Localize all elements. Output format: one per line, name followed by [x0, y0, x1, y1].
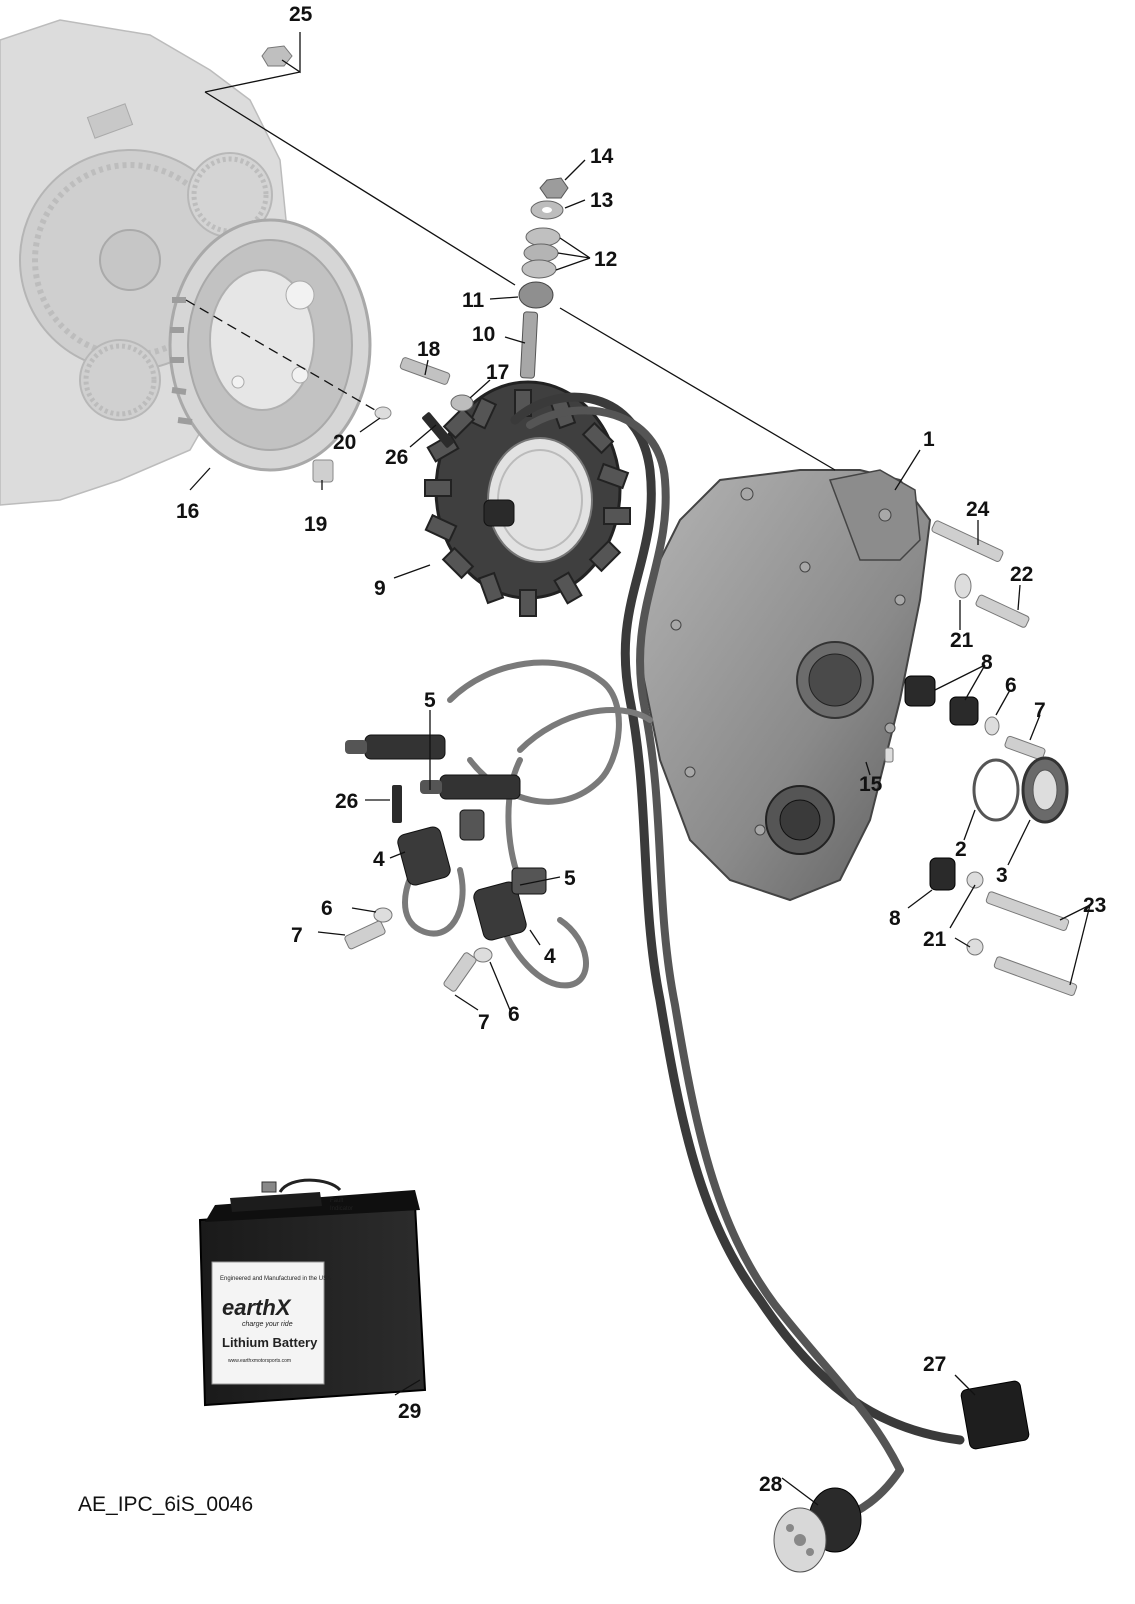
callout-5-b: 5 — [564, 867, 576, 890]
callout-6-b: 6 — [321, 897, 333, 920]
diagram-code: AE_IPC_6iS_0046 — [78, 1493, 253, 1516]
callout-17: 17 — [486, 361, 509, 384]
callout-8-b: 8 — [889, 907, 901, 930]
callout-25: 25 — [289, 3, 313, 26]
callout-4-b: 4 — [544, 945, 556, 968]
battery-website: www.earthxmotorsports.com — [228, 1358, 291, 1364]
battery-product: Lithium Battery — [222, 1335, 318, 1350]
sensors — [397, 809, 547, 941]
callout-20: 20 — [333, 431, 356, 454]
callout-6-a: 6 — [1005, 674, 1017, 697]
callout-8-a: 8 — [981, 651, 993, 674]
callout-16: 16 — [176, 500, 199, 523]
callout-7-a: 7 — [1034, 699, 1046, 722]
stator — [424, 380, 631, 617]
callout-19: 19 — [304, 513, 327, 536]
callout-5-a: 5 — [424, 689, 436, 712]
callout-11: 11 — [462, 289, 485, 312]
battery-made-in: Engineered and Manufactured in the USA — [220, 1276, 331, 1282]
callout-18: 18 — [417, 338, 441, 361]
callout-13: 13 — [590, 189, 613, 212]
battery-indicator-label: Indicator — [330, 1206, 353, 1212]
battery-brand: earthX — [222, 1295, 292, 1320]
callout-24: 24 — [966, 498, 990, 521]
callout-12: 12 — [594, 248, 617, 271]
callout-27: 27 — [923, 1353, 946, 1376]
leader-lines — [185, 32, 1091, 1506]
callout-14: 14 — [590, 145, 614, 168]
callout-28: 28 — [759, 1473, 783, 1496]
callout-29: 29 — [398, 1400, 421, 1423]
callout-10: 10 — [472, 323, 495, 346]
callout-21-a: 21 — [950, 629, 974, 652]
battery: Fault Indicator Engineered and Manufactu… — [198, 1178, 427, 1407]
harness-connectors — [345, 734, 1030, 1573]
callout-7-c: 7 — [478, 1011, 490, 1034]
callout-4-a: 4 — [373, 848, 385, 871]
callout-1: 1 — [923, 428, 935, 451]
callout-21-b: 21 — [923, 928, 947, 951]
callout-23: 23 — [1083, 894, 1106, 917]
callout-15: 15 — [859, 773, 883, 796]
callout-6-c: 6 — [508, 1003, 520, 1026]
callout-9: 9 — [374, 577, 386, 600]
callout-26: 26 — [385, 446, 408, 469]
callout-3: 3 — [996, 864, 1008, 887]
rotor-flywheel — [168, 218, 372, 472]
battery-fault-label: Fault — [330, 1198, 344, 1204]
callout-26-b: 26 — [335, 790, 358, 813]
callout-2: 2 — [955, 838, 967, 861]
callout-22: 22 — [1010, 563, 1033, 586]
callout-7-b: 7 — [291, 924, 303, 947]
callout-labels: 25 14 13 12 11 10 18 17 20 26 16 19 9 1 … — [176, 3, 1106, 1496]
magneto-cover — [638, 469, 932, 902]
battery-tagline: charge your ride — [242, 1321, 293, 1328]
